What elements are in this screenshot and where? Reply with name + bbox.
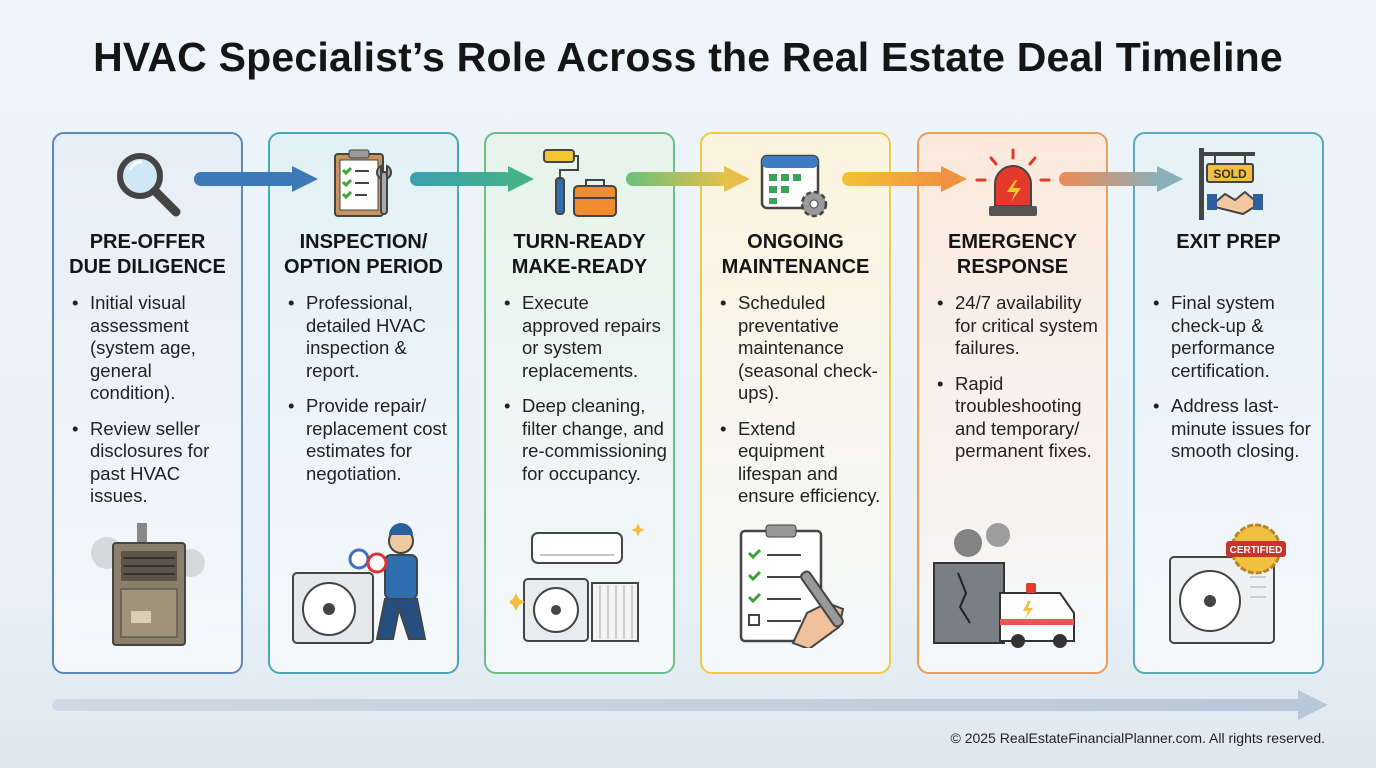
stage-bullets: Professional, detailed HVAC inspection &… bbox=[284, 292, 451, 498]
checklist-wrench-illustration bbox=[702, 518, 889, 648]
bullet-item: Rapid troubleshooting and temporary/ per… bbox=[933, 373, 1100, 463]
new-ac-units-illustration bbox=[486, 518, 673, 648]
stage-arrow-icon bbox=[410, 166, 534, 192]
stage-bullets: Initial visual assessment (system age, g… bbox=[68, 292, 235, 521]
stage-bullets: Execute approved repairs or system repla… bbox=[500, 292, 667, 498]
stage-card-6: SOLD EXIT PREP Final system check-up & p… bbox=[1133, 132, 1324, 674]
bullet-item: Execute approved repairs or system repla… bbox=[500, 292, 667, 382]
certified-ac-unit-illustration: CERTIFIED bbox=[1135, 518, 1322, 648]
svg-text:SOLD: SOLD bbox=[1213, 167, 1247, 181]
stage-arrow-icon bbox=[1059, 166, 1183, 192]
stage-arrow-icon bbox=[842, 166, 967, 192]
stage-bullets: Final system check-up & performance cert… bbox=[1149, 292, 1316, 476]
svg-text:CERTIFIED: CERTIFIED bbox=[1229, 545, 1282, 556]
page-title: HVAC Specialist’s Role Across the Real E… bbox=[93, 34, 1283, 80]
technician-with-gauges-illustration bbox=[270, 518, 457, 648]
paint-roller-toolbox-icon bbox=[486, 144, 673, 224]
timeline-arrow bbox=[52, 690, 1328, 720]
old-furnace-illustration bbox=[54, 518, 241, 648]
bullet-item: 24/7 availability for critical system fa… bbox=[933, 292, 1100, 360]
bullet-item: Initial visual assessment (system age, g… bbox=[68, 292, 235, 405]
bullet-item: Provide repair/ replacement cost estimat… bbox=[284, 395, 451, 485]
calendar-gear-icon bbox=[702, 144, 889, 224]
bullet-item: Review seller disclosures for past HVAC … bbox=[68, 418, 235, 508]
clipboard-wrench-icon bbox=[270, 144, 457, 224]
alarm-siren-icon bbox=[919, 144, 1106, 224]
sold-sign-handshake-icon: SOLD bbox=[1135, 144, 1322, 224]
bullet-item: Professional, detailed HVAC inspection &… bbox=[284, 292, 451, 382]
smoking-unit-service-van-illustration bbox=[919, 518, 1106, 648]
stage-title: EXIT PREP bbox=[1176, 231, 1281, 253]
bullet-item: Deep cleaning, filter change, and re-com… bbox=[500, 395, 667, 485]
stage-title: INSPECTION/OPTION PERIOD bbox=[284, 231, 443, 278]
bullet-item: Scheduled preventative maintenance (seas… bbox=[716, 292, 883, 405]
stage-bullets: 24/7 availability for critical system fa… bbox=[933, 292, 1100, 476]
stage-bullets: Scheduled preventative maintenance (seas… bbox=[716, 292, 883, 521]
copyright: © 2025 RealEstateFinancialPlanner.com. A… bbox=[950, 730, 1325, 746]
stage-arrow-icon bbox=[194, 166, 318, 192]
bullet-item: Final system check-up & performance cert… bbox=[1149, 292, 1316, 382]
bullet-item: Address last-minute issues for smooth cl… bbox=[1149, 395, 1316, 463]
stage-card-2: INSPECTION/OPTION PERIOD Professional, d… bbox=[268, 132, 459, 674]
magnifying-glass-icon bbox=[54, 144, 241, 224]
stage-arrow-icon bbox=[626, 166, 750, 192]
bullet-item: Extend equipment lifespan and ensure eff… bbox=[716, 418, 883, 508]
